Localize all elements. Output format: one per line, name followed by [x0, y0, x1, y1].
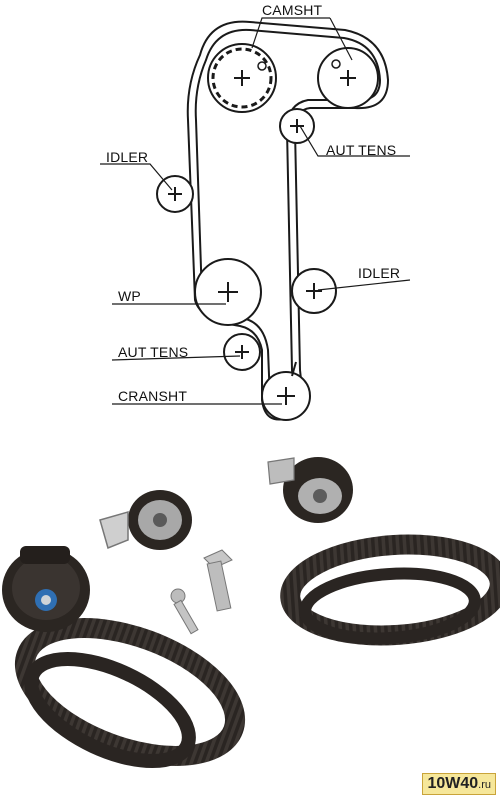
label-aut-tens-top: AUT TENS [326, 142, 397, 158]
label-crankshaft: CRANSHT [118, 388, 188, 404]
label-water-pump: WP [118, 288, 141, 304]
watermark-brand: 10W40 [427, 775, 479, 792]
kit-parts-photo [2, 457, 500, 769]
tensioner-top-right [267, 457, 353, 523]
tensioner-with-bracket [99, 490, 192, 550]
timing-belt-right [280, 534, 500, 646]
label-camshaft: CAMSHT [262, 2, 323, 18]
idler-pulley-right [291, 268, 337, 314]
idler-pulley-blue [2, 546, 90, 632]
label-leader-lines [100, 17, 411, 405]
belt-routing-diagram [100, 17, 411, 421]
crankshaft-pulley [261, 361, 311, 421]
auto-tensioner-bottom [223, 333, 261, 371]
bolt-small [170, 588, 199, 635]
label-aut-tens-bottom: AUT TENS [118, 344, 189, 360]
bolt-large [203, 549, 233, 612]
water-pump-pulley [194, 258, 262, 326]
auto-tensioner-top [279, 108, 315, 144]
watermark-domain: .ru [478, 779, 491, 791]
camshaft-pulley-right [317, 47, 379, 109]
label-idler-right: IDLER [358, 265, 401, 281]
label-idler-left: IDLER [106, 149, 149, 165]
camshaft-pulley-left [207, 43, 277, 113]
site-watermark: 10W40.ru [422, 773, 496, 795]
timing-belt-left [14, 618, 246, 769]
idler-pulley-left [156, 175, 194, 213]
